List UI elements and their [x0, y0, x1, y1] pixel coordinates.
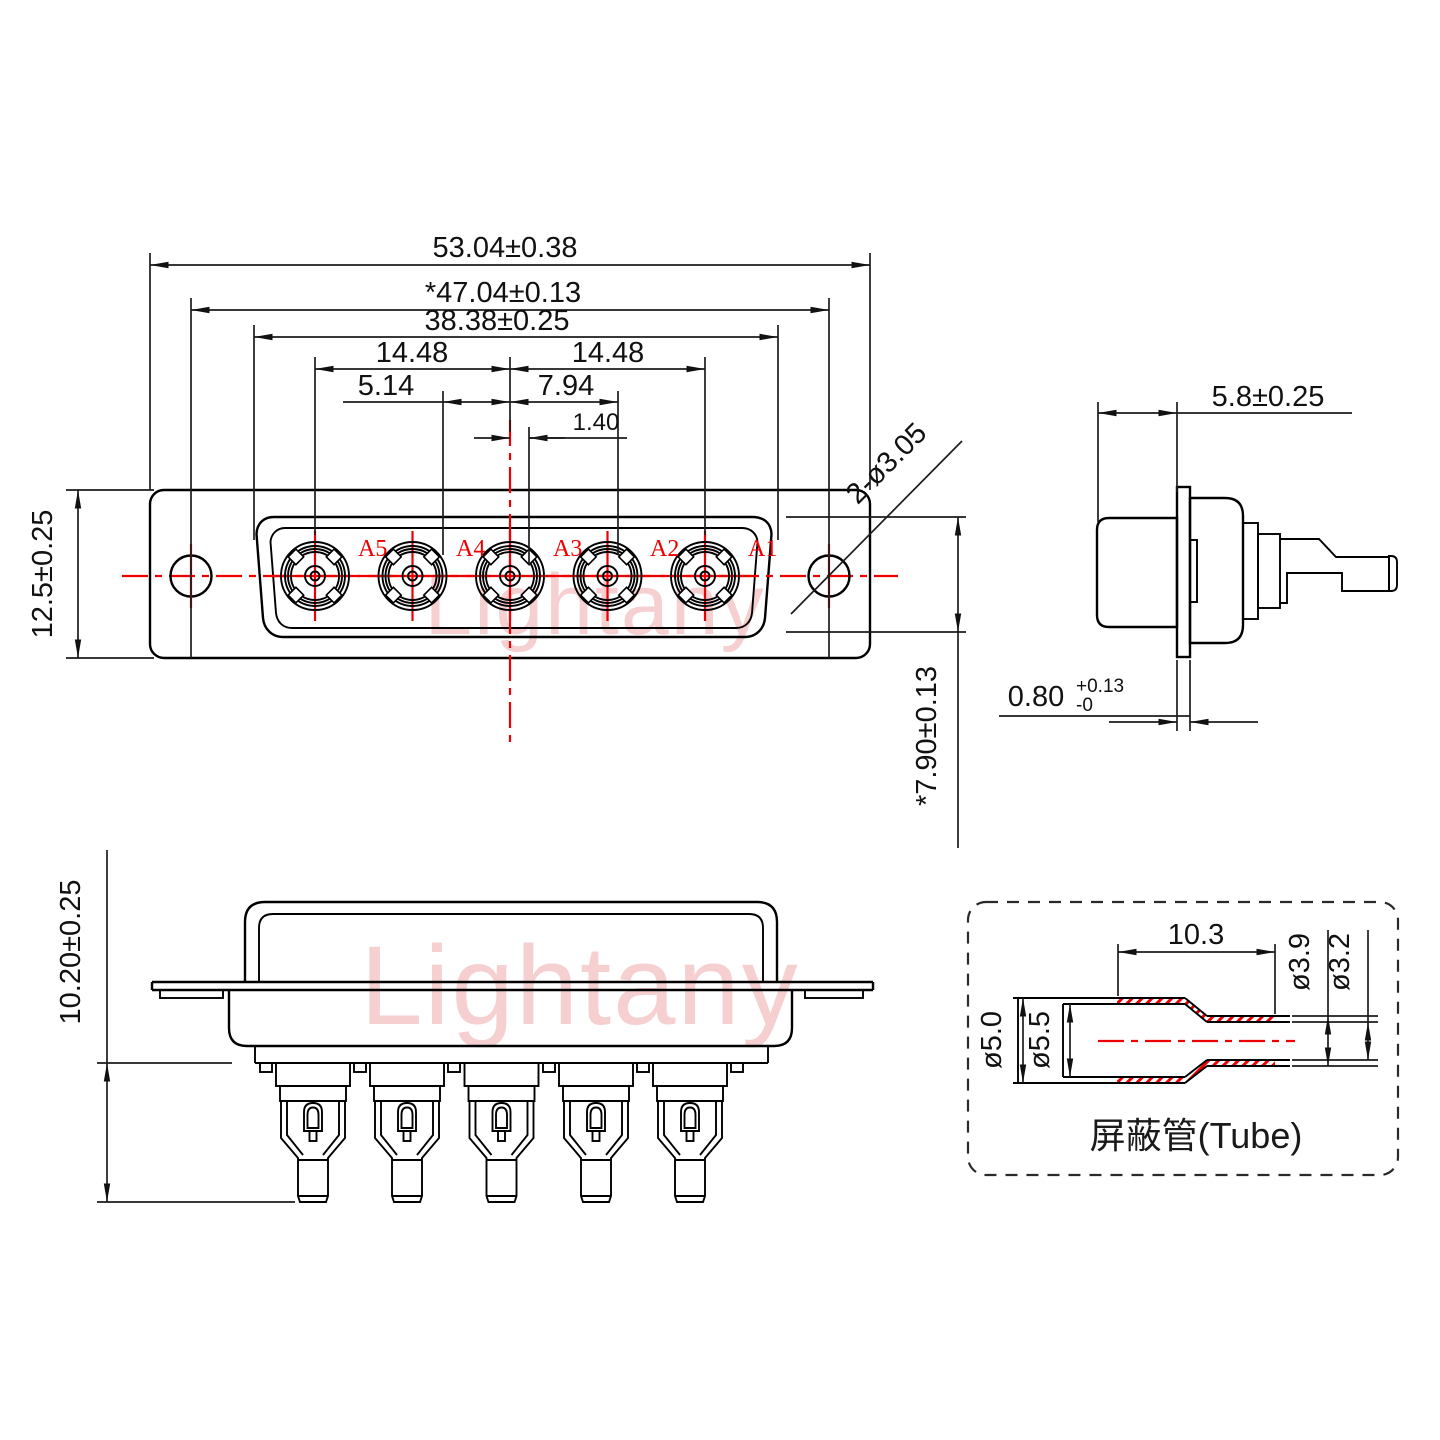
tube-view: 10.3 ø5.0 ø5.5 ø3.9 ø3.2 屏蔽管(Tube) — [966, 900, 1400, 1177]
contact-a5 — [267, 528, 363, 624]
tube-wall-hatch-top — [1117, 998, 1275, 1022]
contact-label-a2: A2 — [650, 536, 679, 562]
tube-title: 屏蔽管(Tube) — [1090, 1115, 1303, 1156]
front-view: A5 A4 A3 A2 A1 — [27, 232, 966, 848]
side-pin-end-cap — [1388, 555, 1398, 592]
solder-cup-1 — [275, 1062, 351, 1203]
tube-wall-hatch-bottom — [1117, 1060, 1275, 1083]
solder-cup-5 — [652, 1062, 728, 1203]
contact-label-a3: A3 — [553, 536, 582, 562]
tube-detail-border — [966, 900, 1400, 1177]
dim-total-width: 53.04±0.38 — [433, 232, 578, 264]
dim-tube-body-od: ø5.0 — [976, 1011, 1008, 1069]
dim-flange-height: 12.5±0.25 — [27, 510, 59, 639]
dim-pitch-left: 14.48 — [376, 337, 449, 369]
dim-offset-center: 1.40 — [573, 409, 620, 436]
solder-cup-4 — [558, 1062, 634, 1203]
flange-tab-left — [159, 989, 224, 999]
shell-outline-inner — [269, 527, 759, 629]
dim-tube-neck-length: 10.3 — [1168, 919, 1224, 951]
side-contact-pin — [1280, 538, 1390, 604]
side-front-body — [1095, 516, 1179, 629]
insulator-body — [227, 990, 794, 1048]
dim-tube-neck-id: ø3.2 — [1324, 933, 1356, 991]
dim-mount-hole-dia: 2-ø3.05 — [840, 417, 933, 510]
bottom-view: 10.20±0.25 — [55, 850, 875, 1203]
hood-inner — [258, 913, 764, 982]
dim-tube-body-id: ø5.5 — [1024, 1011, 1056, 1069]
flange-tab-right — [804, 989, 864, 999]
dim-solder-cup-length: 10.20±0.25 — [55, 880, 87, 1025]
hood-outer — [243, 900, 779, 982]
dim-shell-width: 38.38±0.25 — [425, 305, 570, 337]
shell-outline-outer — [255, 515, 773, 639]
dim-flange-thickness: 0.80 — [1008, 681, 1064, 713]
side-rear-body — [1188, 496, 1245, 645]
solder-cup-3 — [463, 1062, 540, 1203]
side-view: 5.8±0.25 0.80 +0.13 -0 — [999, 381, 1398, 731]
dim-offset-left: 5.14 — [358, 370, 414, 402]
dim-pitch-right: 14.48 — [572, 337, 645, 369]
solder-cup-2 — [369, 1062, 445, 1203]
dim-tube-neck-od: ø3.9 — [1284, 933, 1316, 991]
contact-label-a5: A5 — [358, 536, 387, 562]
side-flange-plate — [1175, 485, 1192, 659]
contact-label-a1: A1 — [748, 536, 777, 562]
leader-hole-dia — [790, 440, 963, 615]
dim-flange-thickness-tol-minus: -0 — [1076, 695, 1093, 716]
contact-label-a4: A4 — [456, 536, 485, 562]
dim-shell-height: *7.90±0.13 — [911, 666, 943, 806]
dim-front-depth: 5.8±0.25 — [1212, 381, 1325, 413]
watermark-bottom: Lightany — [360, 923, 799, 1048]
dim-offset-right: 7.94 — [538, 370, 594, 402]
dim-flange-thickness-tol-plus: +0.13 — [1076, 676, 1124, 697]
dim-mount-hole-span: *47.04±0.13 — [425, 277, 581, 309]
